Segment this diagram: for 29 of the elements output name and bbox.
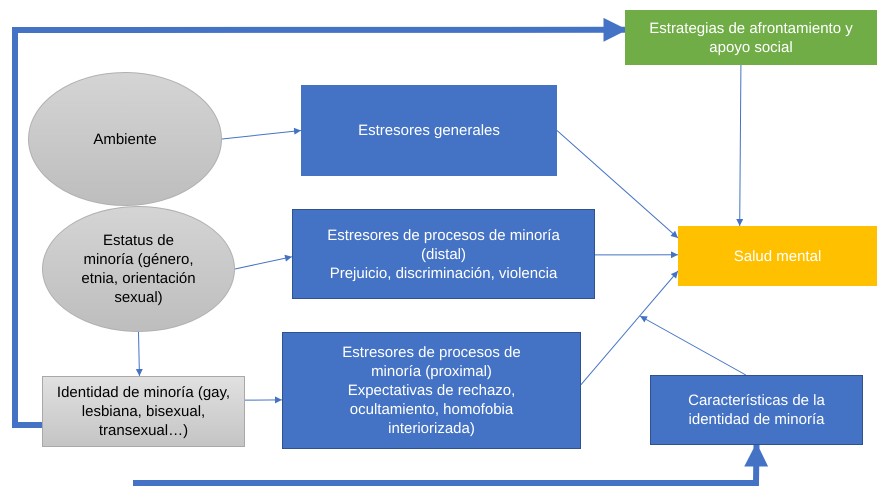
strategy-box [625, 10, 877, 65]
thick-arrow [12, 18, 628, 428]
process-box [282, 332, 581, 449]
node-text: Estresores generales [358, 121, 500, 140]
arrow [736, 64, 744, 226]
arrow [222, 128, 302, 140]
process-box [301, 85, 557, 176]
arrow [136, 332, 143, 376]
identity-box [42, 376, 245, 447]
node-text: Prejuicio, discriminación, violencia [330, 264, 558, 282]
node-text: Expectativas de rechazo, ocultamiento, homofobia interiorizada) [346, 381, 516, 438]
arrow [580, 270, 678, 386]
process-box [292, 209, 595, 299]
node-text: Identidad de minoría (gay, lesbiana, bisexual, transexual…) [56, 383, 232, 440]
node-text: Estresores de procesos de minoría (distal) [326, 226, 561, 264]
arrow [556, 130, 678, 238]
process-box [650, 375, 863, 445]
thick-arrow [133, 442, 768, 486]
arrow [234, 254, 292, 270]
arrow [594, 251, 678, 258]
node-text: Salud mental [734, 246, 822, 266]
node-text: Estatus de minoría (género, etnia, orientación sexual) [80, 231, 197, 307]
node-text: Estresores de procesos de minoría (proximal) [341, 343, 522, 381]
arrow [244, 396, 282, 404]
node-text: Características de la identidad de minoría [687, 391, 826, 429]
node-text: Ambiente [93, 130, 157, 148]
outcome-box [678, 226, 877, 286]
arrow [640, 316, 746, 376]
node-text: Estrategias de afrontamiento y apoyo social [648, 18, 854, 56]
